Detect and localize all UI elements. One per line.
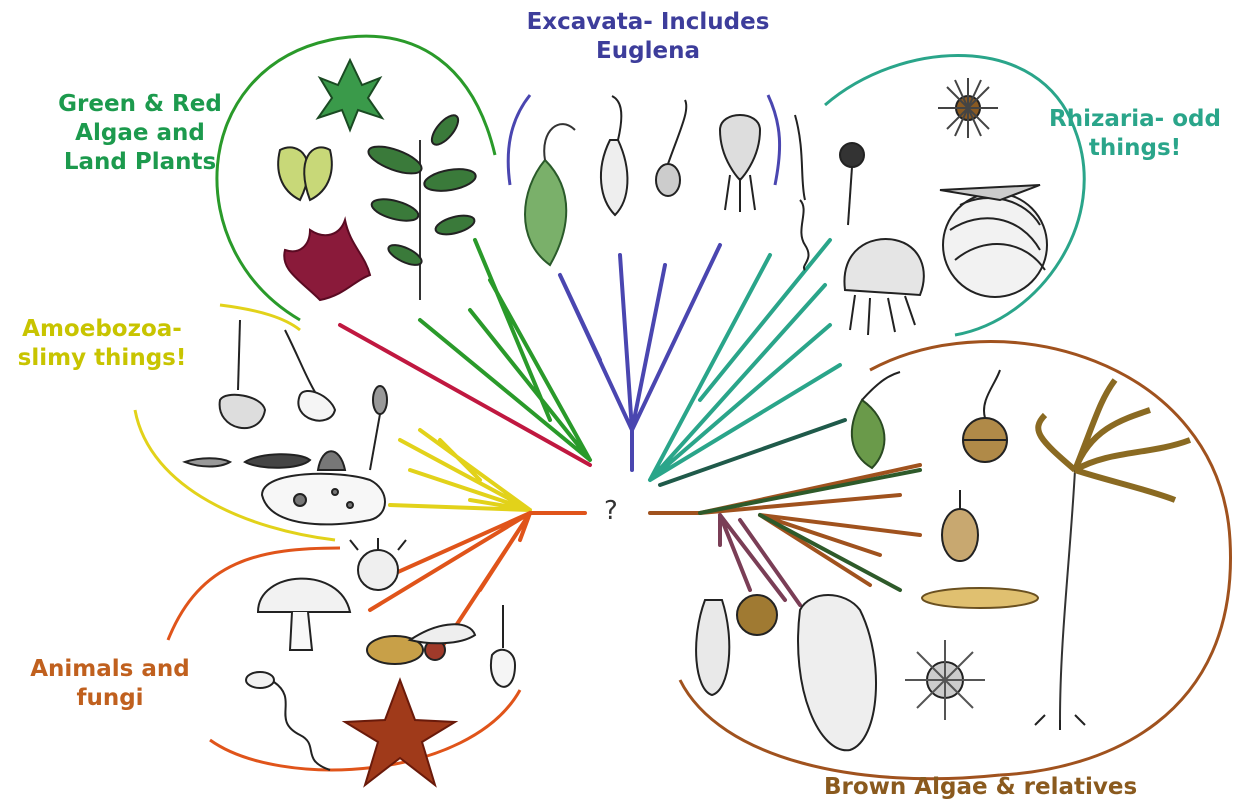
rhizaria-arc xyxy=(825,55,1084,335)
rhizaria-flagellate-icon xyxy=(795,115,809,270)
tree-branches xyxy=(340,240,920,650)
dino-cell-icon xyxy=(737,595,777,635)
red-algae-icon xyxy=(284,220,370,300)
excavata-right-bracket xyxy=(768,95,780,185)
excavata-branches xyxy=(560,245,720,470)
label-rhizaria-line-2: things! xyxy=(1040,134,1230,163)
kelp-icon xyxy=(1035,380,1190,730)
trypanosome-icon xyxy=(601,96,628,215)
dinoflagellate-icon xyxy=(963,370,1007,462)
label-plants: Green & Red Algae and Land Plants xyxy=(40,90,240,176)
giardia-icon xyxy=(720,115,760,212)
label-animals: Animals and fungi xyxy=(20,655,200,713)
label-excavata-line-1: Excavata- Includes xyxy=(508,8,788,37)
label-amoebozoa-line-1: Amoebozoa- xyxy=(2,315,202,344)
label-animals-line-1: Animals and xyxy=(20,655,200,684)
tree-root-question-mark: ? xyxy=(604,496,618,526)
rhizaria-dark-branch xyxy=(660,420,845,485)
heliozoan-icon xyxy=(905,640,985,720)
amoebozoa-cell-icon xyxy=(285,330,335,421)
euglenoid-cell-icon xyxy=(696,600,729,695)
radiolarian-sun-icon xyxy=(938,78,998,138)
label-plants-line-2: Algae and xyxy=(40,119,240,148)
label-rhizaria-line-1: Rhizaria- odd xyxy=(1040,105,1230,134)
mushroom-icon xyxy=(258,579,350,650)
radiolarian-basket-icon xyxy=(844,239,923,335)
label-animals-line-2: fungi xyxy=(20,684,200,713)
diatom-icon xyxy=(922,588,1038,608)
slime-slug-icon xyxy=(185,451,345,470)
animals-branches xyxy=(370,513,585,650)
label-brown-algae: Brown Algae & relatives xyxy=(824,773,1137,802)
brown-branches xyxy=(650,465,920,585)
label-plants-line-1: Green & Red xyxy=(40,90,240,119)
foraminifera-shell-icon xyxy=(940,185,1047,297)
amoebozoa-top-arc xyxy=(220,305,300,330)
land-plant-icon xyxy=(365,111,477,300)
excavata-left-bracket xyxy=(508,95,530,185)
fly-icon xyxy=(367,624,475,664)
label-rhizaria: Rhizaria- odd things! xyxy=(1040,105,1230,163)
label-amoebozoa-line-2: slimy things! xyxy=(2,344,202,373)
label-amoebozoa: Amoebozoa- slimy things! xyxy=(2,315,202,373)
desmid-icon xyxy=(278,147,332,200)
label-plants-line-3: Land Plants xyxy=(40,148,240,177)
euglena-icon xyxy=(525,124,575,265)
label-brown-line-1: Brown Algae & relatives xyxy=(824,773,1137,802)
flagellate-icon xyxy=(656,100,686,196)
sperm-icon xyxy=(246,672,330,770)
amoebozoa-stalk-icon xyxy=(220,320,265,428)
rhizaria-branches xyxy=(650,240,840,480)
amoeba-icon xyxy=(262,474,385,525)
paramecium-icon xyxy=(798,595,876,750)
label-excavata-line-2: Euglena xyxy=(508,37,788,66)
plants-branches xyxy=(420,240,590,460)
label-excavata: Excavata- Includes Euglena xyxy=(508,8,788,66)
green-alga-star-icon xyxy=(318,60,382,130)
ciliate-flask-icon xyxy=(491,605,515,687)
choanoflagellate-icon xyxy=(350,538,406,590)
seed-shaped-cell-icon xyxy=(942,490,978,561)
leaf-flagellate-icon xyxy=(852,372,900,468)
amoebozoa-branches xyxy=(390,430,530,510)
organism-illustrations xyxy=(185,60,1190,785)
brown-arc xyxy=(870,342,1231,775)
rhizaria-cell-icon xyxy=(840,143,864,225)
slime-mold-sporangium-icon xyxy=(370,386,387,470)
